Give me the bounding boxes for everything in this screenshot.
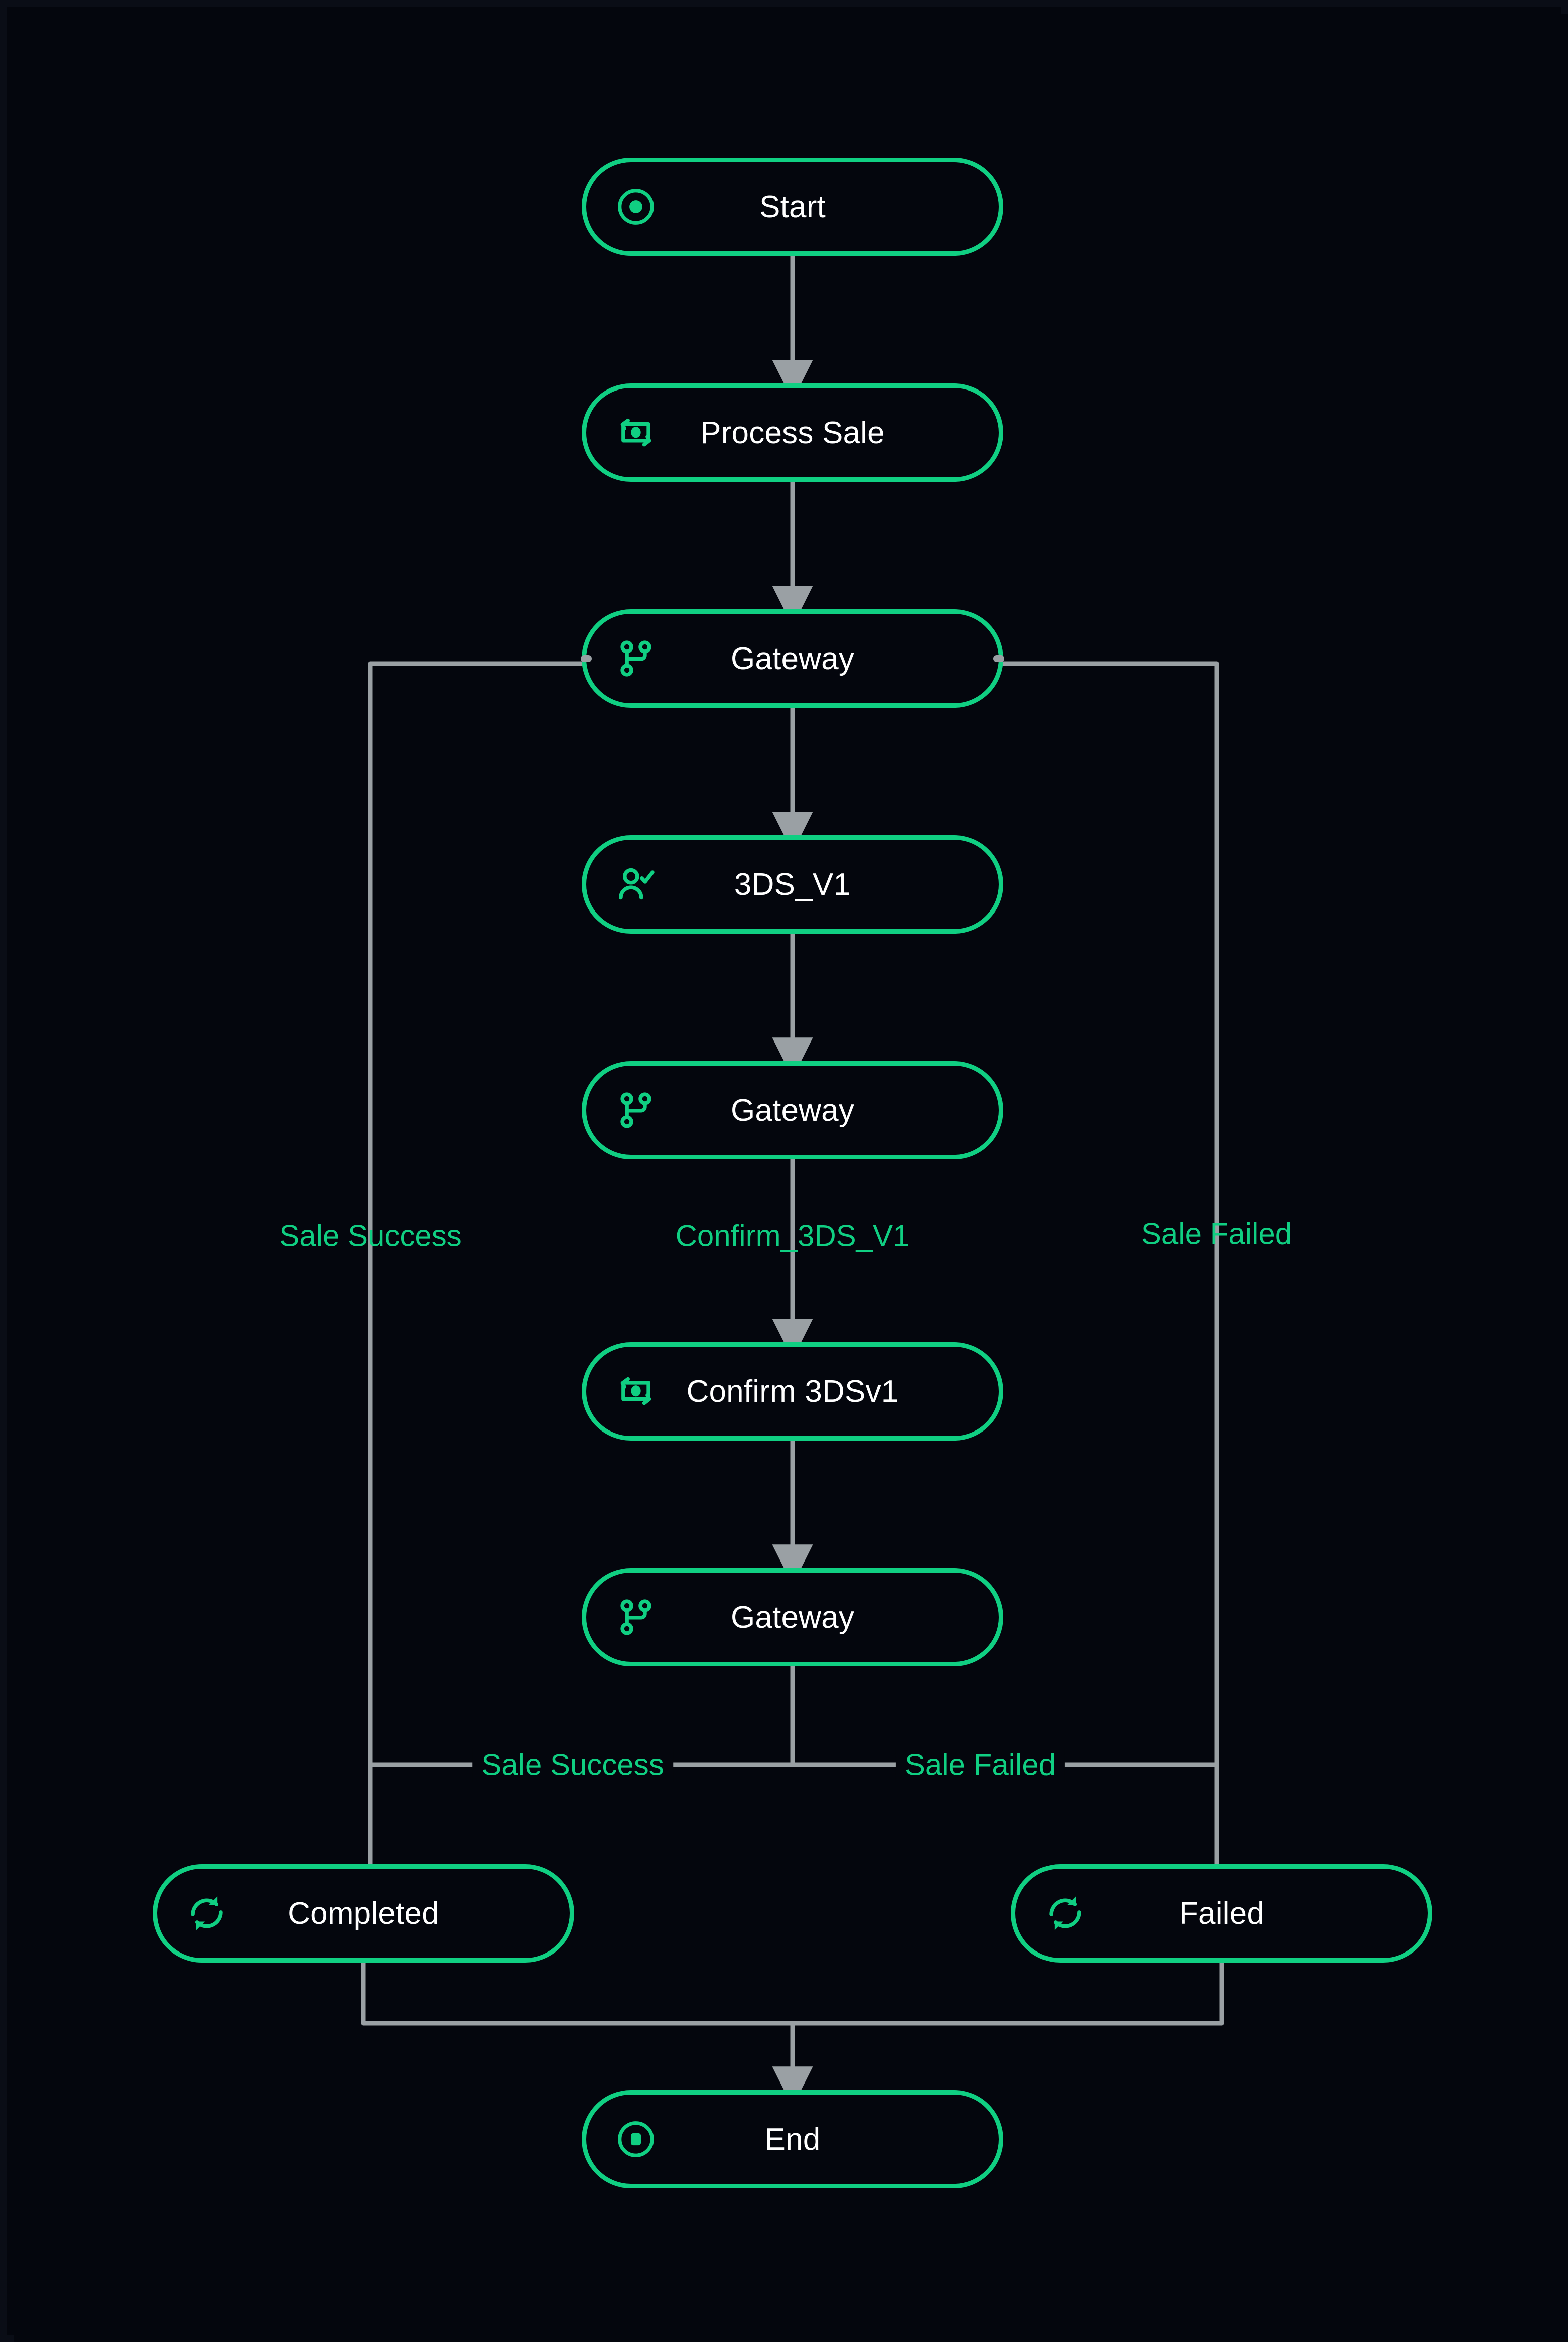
node-start-label: Start [759, 189, 826, 224]
node-gateway-3-label: Gateway [730, 1600, 855, 1635]
node-confirm-3dsv1-label: Confirm 3DSv1 [686, 1374, 899, 1409]
git-branch-icon [620, 1599, 651, 1635]
refresh-cycle-icon [191, 1896, 223, 1930]
node-completed[interactable]: Completed [153, 1864, 574, 1963]
node-gateway-2[interactable]: Gateway [582, 1061, 1003, 1159]
node-completed-label: Completed [288, 1896, 439, 1931]
circle-dot-icon [618, 189, 654, 225]
stop-square-icon [618, 2121, 654, 2157]
node-gateway-2-label: Gateway [730, 1093, 855, 1128]
node-confirm-3dsv1[interactable]: Confirm 3DSv1 [582, 1342, 1003, 1441]
git-branch-icon [620, 640, 651, 677]
node-failed[interactable]: Failed [1011, 1864, 1432, 1963]
edge-layer [350, 248, 1237, 2108]
node-3ds-v1[interactable]: 3DS_V1 [582, 835, 1003, 934]
node-failed-label: Failed [1179, 1896, 1265, 1931]
edge-label-sale-success-top: Sale Success [279, 1219, 462, 1253]
node-gateway-1-label: Gateway [730, 641, 855, 676]
node-process-sale-label: Process Sale [700, 415, 885, 450]
node-3ds-v1-label: 3DS_V1 [734, 867, 851, 902]
node-gateway-3[interactable]: Gateway [582, 1568, 1003, 1666]
edge-label-confirm-3ds-v1: Confirm_3DS_V1 [675, 1219, 910, 1253]
edge-label-sale-failed-bottom: Sale Failed [895, 1747, 1065, 1782]
git-branch-icon [620, 1092, 651, 1128]
edge-label-sale-success-bottom: Sale Success [472, 1747, 673, 1782]
gateway-1-port-left[interactable] [581, 655, 592, 662]
node-end[interactable]: End [582, 2090, 1003, 2188]
node-gateway-1[interactable]: Gateway [581, 609, 1004, 708]
money-transfer-icon [620, 418, 651, 447]
gateway-1-port-right[interactable] [993, 655, 1004, 662]
money-transfer-icon [620, 1377, 651, 1405]
diagram-canvas[interactable]: Start Process Sale Gateway [14, 14, 1568, 2342]
edge-failed-to-end [790, 1960, 1224, 2026]
edge-gateway1-to-failed [1001, 661, 1237, 1932]
node-start[interactable]: Start [582, 158, 1003, 256]
user-check-icon [619, 868, 655, 900]
node-process-sale[interactable]: Process Sale [582, 383, 1003, 482]
edge-label-sale-failed-top: Sale Failed [1141, 1217, 1292, 1251]
edge-gateway1-to-completed [350, 661, 584, 1932]
refresh-cycle-icon [1049, 1896, 1081, 1930]
node-end-label: End [764, 2122, 821, 2157]
edge-completed-to-end [361, 1960, 813, 2108]
